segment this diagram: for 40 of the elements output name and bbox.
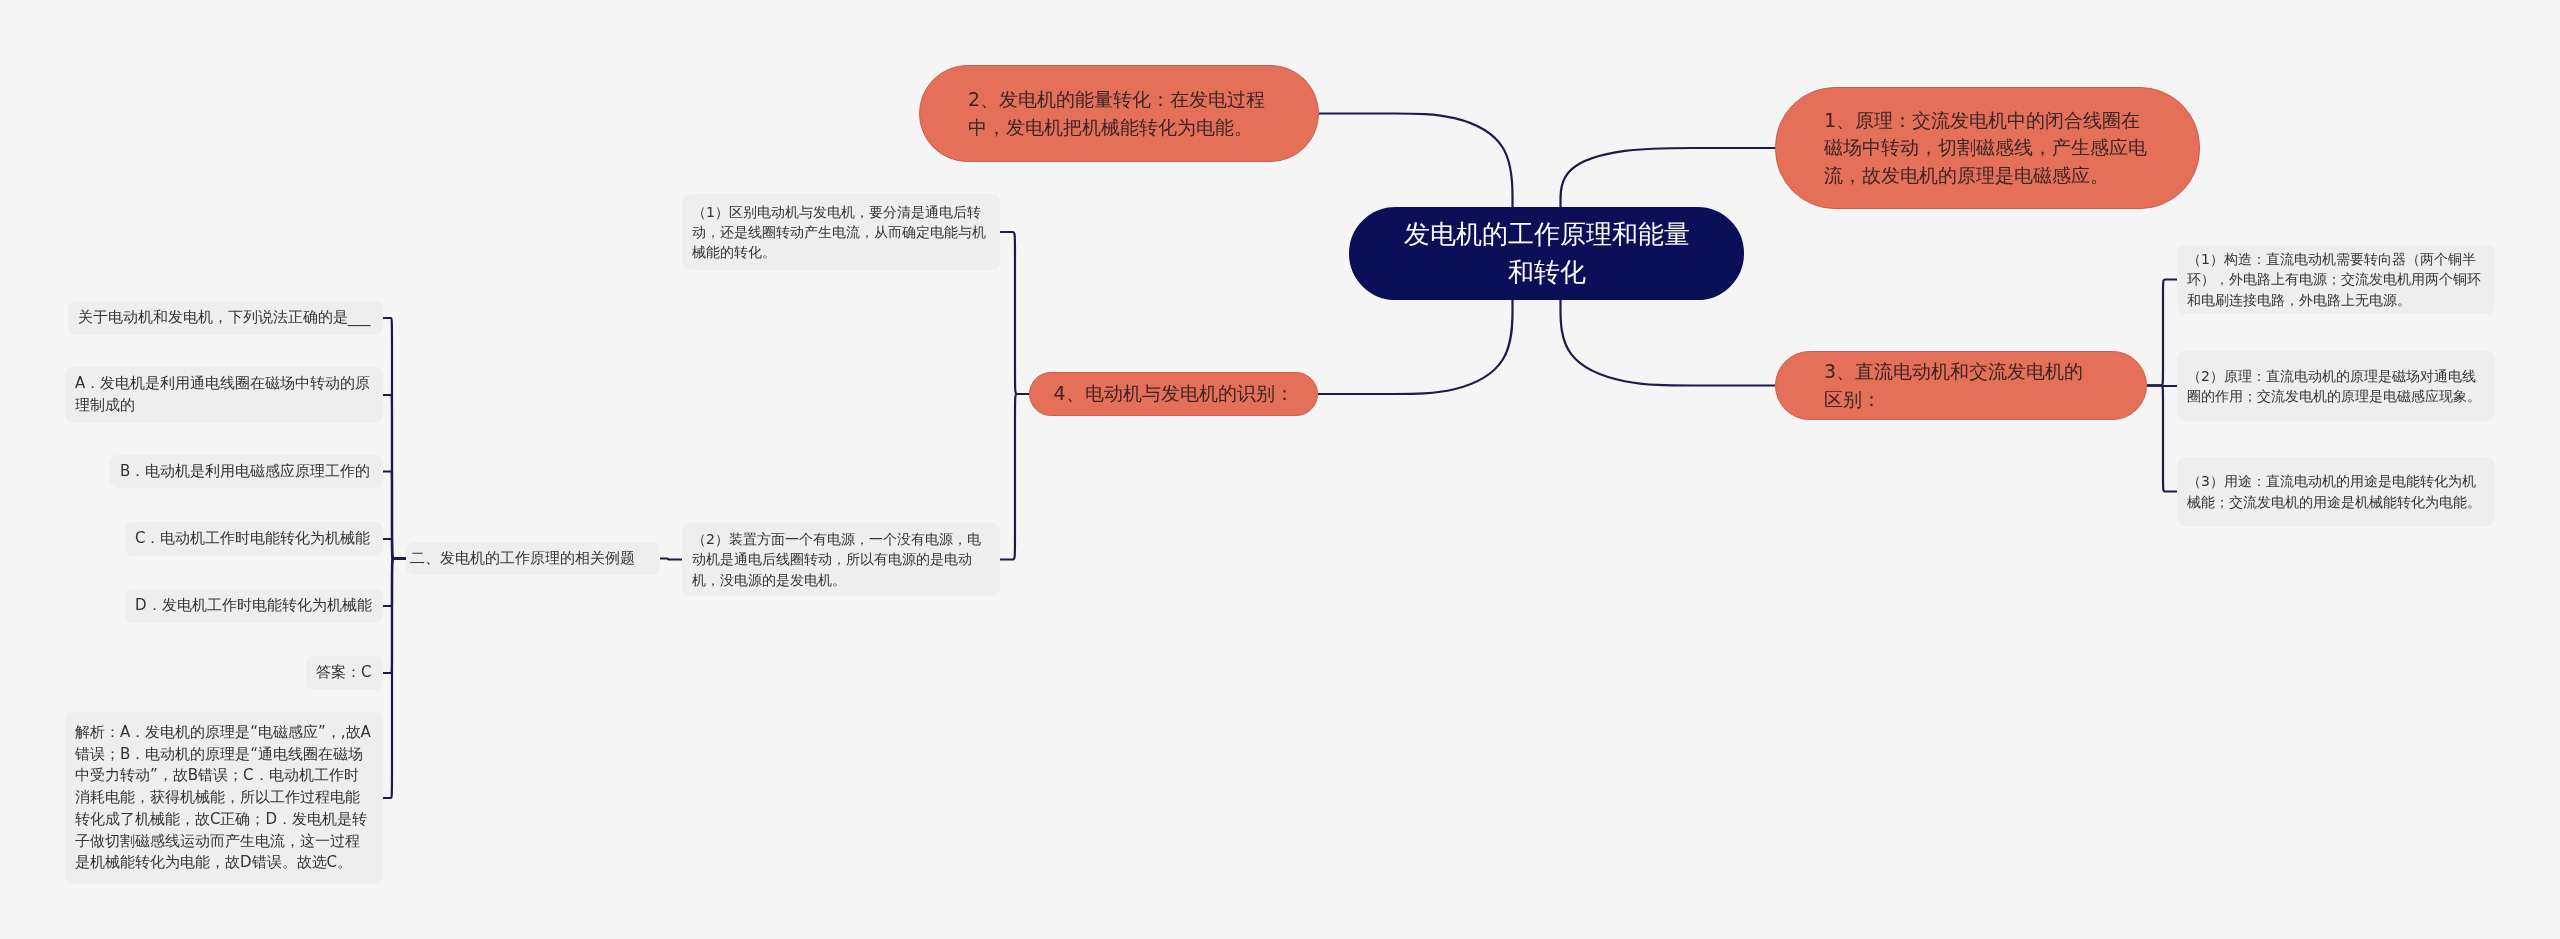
note-card (125, 589, 383, 623)
note-card (68, 301, 383, 335)
node-text: 关于电动机和发电机，下列说法正确的是___ (78, 307, 371, 329)
connector-line (660, 557, 682, 561)
connector-line (1000, 392, 1029, 561)
node-text: C．电动机工作时电能转化为机械能 (135, 528, 371, 550)
node-text: （2）装置方面一个有电源，一个没有电源，电动机是通电后线圈转动，所以有电源的是电动机，没电源的是发电机。 (692, 530, 982, 590)
node-text: 二、发电机的工作原理的相关例题 (410, 547, 635, 569)
node-text: 解析：A．发电机的原理是“电磁感应”，,故A错误；B．电动机的原理是“通电线圈在磁场中受力转动”，故B错误；C．电动机工作时消耗电能，获得机械能，所以工作过程电能转化成了机械能，故C正确；D．发电机是转子做切割磁感线运动而产生电流，这一过程是机械能转化为电能，故D错误。故选C。 (75, 721, 372, 874)
connector-line (1319, 112, 1514, 207)
note-card (2177, 351, 2495, 421)
note-card (125, 522, 383, 556)
note-card (2177, 457, 2495, 526)
node-text: 4、电动机与发电机的识别： (1053, 381, 1294, 407)
node-text: （1）构造：直流电动机需要转向器（两个铜半环），外电路上有电源；交流发电机用两个铜环和电刷连接电路，外电路上无电源。 (2187, 250, 2482, 310)
node-text: 发电机的工作原理和能量和转化 (1402, 217, 1691, 289)
node-text: （3）用途：直流电动机的用途是电能转化为机械能；交流发电机的用途是机械能转化为电能。 (2187, 472, 2482, 512)
note-card (406, 542, 660, 575)
node-text: A．发电机是利用通电线圈在磁场中转动的原理制成的 (75, 373, 372, 416)
connector-line (383, 557, 406, 800)
connector-line (2147, 384, 2177, 493)
note-card (306, 656, 383, 690)
node-text: D．发电机工作时电能转化为机械能 (135, 595, 372, 617)
node-text: （2）原理：直流电动机的原理是磁场对通电线圈的作用；交流发电机的原理是电磁感应现象。 (2187, 366, 2482, 406)
connector-line (1559, 300, 1775, 387)
note-card (65, 367, 383, 423)
note-card (110, 455, 383, 488)
note-card (65, 712, 383, 884)
node-text: 答案：C (316, 662, 372, 684)
note-card (682, 523, 1000, 596)
connector-line (1559, 146, 1775, 207)
note-card (2177, 245, 2495, 314)
node-text: 3、直流电动机和交流发电机的区别： (1824, 358, 2085, 412)
topic-pill (1029, 372, 1318, 416)
connector-line (1318, 300, 1514, 396)
note-card (682, 194, 1000, 270)
node-text: 2、发电机的能量转化：在发电过程中，发电机把机械能转化为电能。 (968, 86, 1267, 140)
node-text: （1）区别电动机与发电机，要分清是通电后转动，还是线圈转动产生电流，从而确定电能与机械能的转化。 (692, 202, 987, 263)
node-text: B．电动机是利用电磁感应原理工作的 (120, 460, 371, 482)
node-text: 1、原理：交流发电机中的闭合线圈在磁场中转动，切割磁感线，产生感应电流，故发电机的原理是电磁感应。 (1824, 107, 2148, 188)
